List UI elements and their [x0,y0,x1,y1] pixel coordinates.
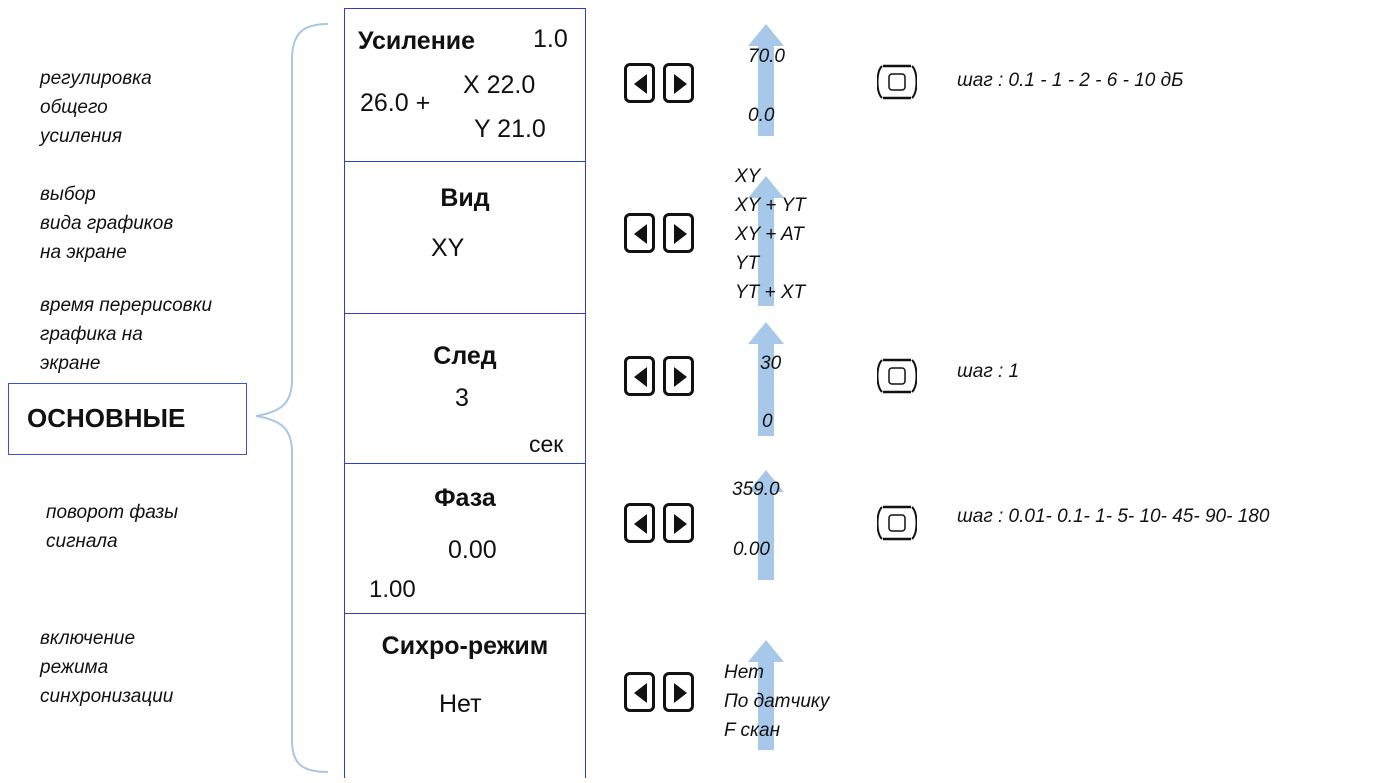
arrow-left-icon [634,367,647,387]
gain-adjust-buttons [624,63,698,107]
trace-description: время перерисовки графика на экране [40,295,213,374]
trace-title: След [433,342,497,370]
trace-adjust-buttons [624,356,698,400]
phase-range-min: 0.00 [733,539,770,560]
gain-value: 26.0 + [360,89,431,117]
settings-panel: Усиление 1.0 26.0 + X 22.0 Y 21.0 Вид XY… [344,8,586,778]
view-cell[interactable]: Вид XY [345,161,585,313]
gain-range-max: 70.0 [748,46,785,67]
sync-title: Сихро-режим [381,632,549,660]
trace-range-max: 30 [760,353,782,374]
menu-title: ОСНОВНЫЕ [8,383,247,455]
phase-title: Фаза [434,484,496,512]
arrow-left-icon [634,224,647,244]
trace-range-arrow-icon [748,322,784,436]
sync-value: Нет [439,690,482,718]
gain-cell[interactable]: Усиление 1.0 26.0 + X 22.0 Y 21.0 [345,9,585,161]
trace-increase-button[interactable] [663,356,694,396]
arrow-right-icon [674,514,687,534]
arrow-left-icon [634,683,647,703]
sync-range-arrow-icon [748,640,784,750]
phase-sub-value: 1.00 [369,576,416,603]
arrow-right-icon [674,367,687,387]
trace-step-knob-icon[interactable] [877,356,917,396]
gain-y-value: Y 21.0 [474,115,546,143]
phase-description: поворот фазы сигнала [46,502,179,552]
phase-range-arrow-icon [748,470,784,580]
trace-value: 3 [455,384,469,412]
gain-title: Усиление [358,27,476,55]
sync-previous-button[interactable] [624,672,655,712]
view-description: выбор вида графиков на экране [40,184,174,263]
view-next-button[interactable] [663,213,694,253]
phase-value: 0.00 [448,536,497,564]
arrow-left-icon [634,514,647,534]
sync-next-button[interactable] [663,672,694,712]
gain-description: регулировка общего усиления [40,68,152,147]
phase-adjust-buttons [624,503,698,547]
sync-cell[interactable]: Сихро-режим Нет [345,613,585,783]
view-options: XY XY + YT XY + AT YT YT + XT [735,166,806,303]
sync-adjust-buttons [624,672,698,716]
gain-x-value: X 22.0 [463,71,536,99]
arrow-right-icon [674,683,687,703]
sync-description: включение режима синхронизации [40,628,174,707]
trace-cell[interactable]: След 3 сек [345,313,585,463]
sync-options: Нет По датчику F скан [724,662,830,741]
phase-decrease-button[interactable] [624,503,655,543]
trace-step-options: шаг : 1 [957,361,1020,382]
phase-cell[interactable]: Фаза 0.00 1.00 [345,463,585,613]
gain-range-arrow-icon [748,24,784,136]
view-title: Вид [440,184,490,212]
view-previous-button[interactable] [624,213,655,253]
gain-increase-button[interactable] [663,63,694,103]
gain-range-min: 0.0 [748,105,775,126]
view-adjust-buttons [624,213,698,257]
phase-increase-button[interactable] [663,503,694,543]
trace-range-min: 0 [762,411,773,432]
trace-unit: сек [529,431,564,457]
gain-decrease-button[interactable] [624,63,655,103]
trace-decrease-button[interactable] [624,356,655,396]
gain-step-value: 1.0 [533,25,568,53]
view-value: XY [431,234,465,262]
phase-range-max: 359.0 [732,479,780,500]
phase-step-knob-icon[interactable] [877,503,917,543]
arrow-left-icon [634,74,647,94]
arrow-right-icon [674,74,687,94]
gain-step-knob-icon[interactable] [877,62,917,102]
arrow-right-icon [674,224,687,244]
phase-step-options: шаг : 0.01- 0.1- 1- 5- 10- 45- 90- 180 [957,506,1270,527]
grouping-brace [255,23,329,773]
view-range-arrow-icon [748,176,784,306]
gain-step-options: шаг : 0.1 - 1 - 2 - 6 - 10 дБ [957,70,1184,91]
